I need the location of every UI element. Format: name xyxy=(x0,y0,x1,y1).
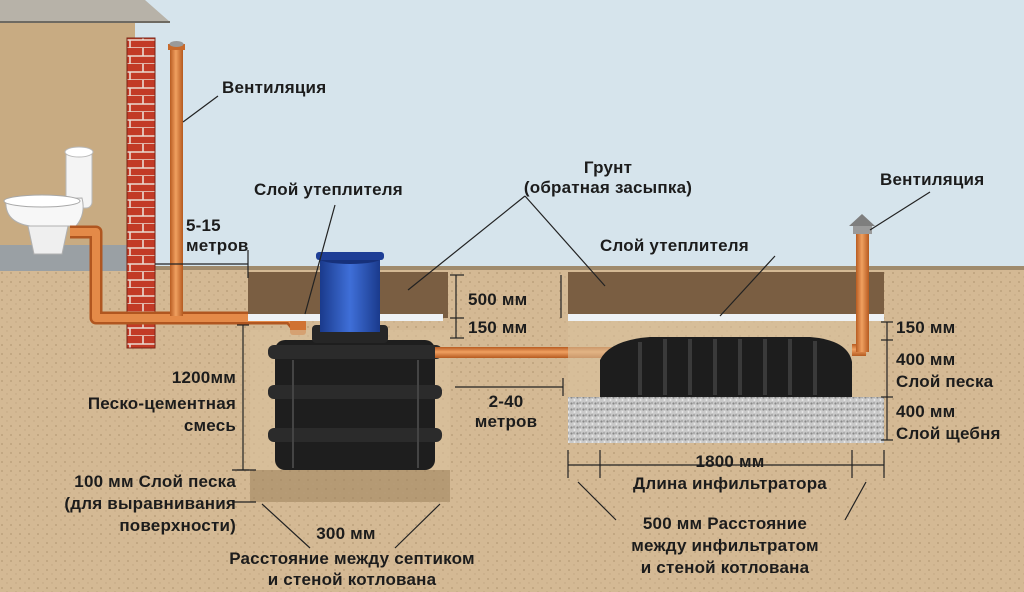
label-depth-150-left: 150 мм xyxy=(468,318,528,337)
label-sand-100-2: (для выравнивания xyxy=(64,494,236,513)
vent-pipe-right xyxy=(849,214,875,356)
leader-lines xyxy=(182,95,931,549)
label-ground-line2: (обратная засыпка) xyxy=(523,178,693,197)
vent-cap-icon xyxy=(169,41,184,47)
label-distance-house-2: метров xyxy=(186,236,249,255)
label-sand-400-value: 400 мм xyxy=(896,350,956,369)
label-distance-house-1: 5-15 xyxy=(186,216,221,235)
label-gap-300-desc-1: Расстояние между септиком xyxy=(229,549,475,568)
dimension-lines xyxy=(155,250,893,503)
vent-pipe-left xyxy=(168,41,185,316)
label-gap-500-1: 500 мм Расстояние xyxy=(642,514,808,533)
tank-riser xyxy=(316,252,384,332)
infiltrator-icon xyxy=(600,337,852,397)
label-distance-tanks-2: метров xyxy=(474,412,538,431)
label-sand-cement-1: Песко-цементная xyxy=(87,394,236,413)
label-ventilation-left: Вентиляция xyxy=(222,78,327,97)
label-depth-1200: 1200мм xyxy=(171,368,236,387)
house-drain-pipe xyxy=(70,225,306,335)
label-sand-100-1: 100 мм Слой песка xyxy=(74,472,236,491)
label-insulation-left: Слой утеплителя xyxy=(254,180,403,199)
vent-cap-icon xyxy=(849,214,875,226)
label-insulation-right: Слой утеплителя xyxy=(600,236,749,255)
label-sand-cement-2: смесь xyxy=(183,416,236,435)
label-gap-500-3: и стеной котлована xyxy=(640,558,810,577)
topsoil-right xyxy=(568,272,884,318)
outflow-pipe xyxy=(435,347,615,358)
label-gap-300: 300 мм xyxy=(316,524,376,543)
label-gravel-400-name: Слой щебня xyxy=(896,424,1001,443)
label-sand-100-3: поверхности) xyxy=(119,516,236,535)
label-depth-150-right: 150 мм xyxy=(896,318,956,337)
label-depth-500: 500 мм xyxy=(468,290,528,309)
label-sand-400-name: Слой песка xyxy=(896,372,994,391)
label-gravel-400-value: 400 мм xyxy=(896,402,956,421)
gravel-layer xyxy=(568,397,884,443)
label-ground-line1: Грунт xyxy=(583,158,633,177)
label-gap-500-2: между инфильтратом xyxy=(631,536,819,555)
septic-tank-icon xyxy=(268,325,442,470)
label-gap-300-desc-2: и стеной котлована xyxy=(267,570,437,589)
insulation-right xyxy=(568,314,884,321)
label-distance-tanks-1: 2-40 xyxy=(488,392,524,411)
label-length-1800: 1800 мм xyxy=(695,452,765,471)
brick-wall xyxy=(126,37,156,349)
label-length-1800-desc: Длина инфильтратора xyxy=(633,474,827,493)
label-ventilation-right: Вентиляция xyxy=(880,170,985,189)
